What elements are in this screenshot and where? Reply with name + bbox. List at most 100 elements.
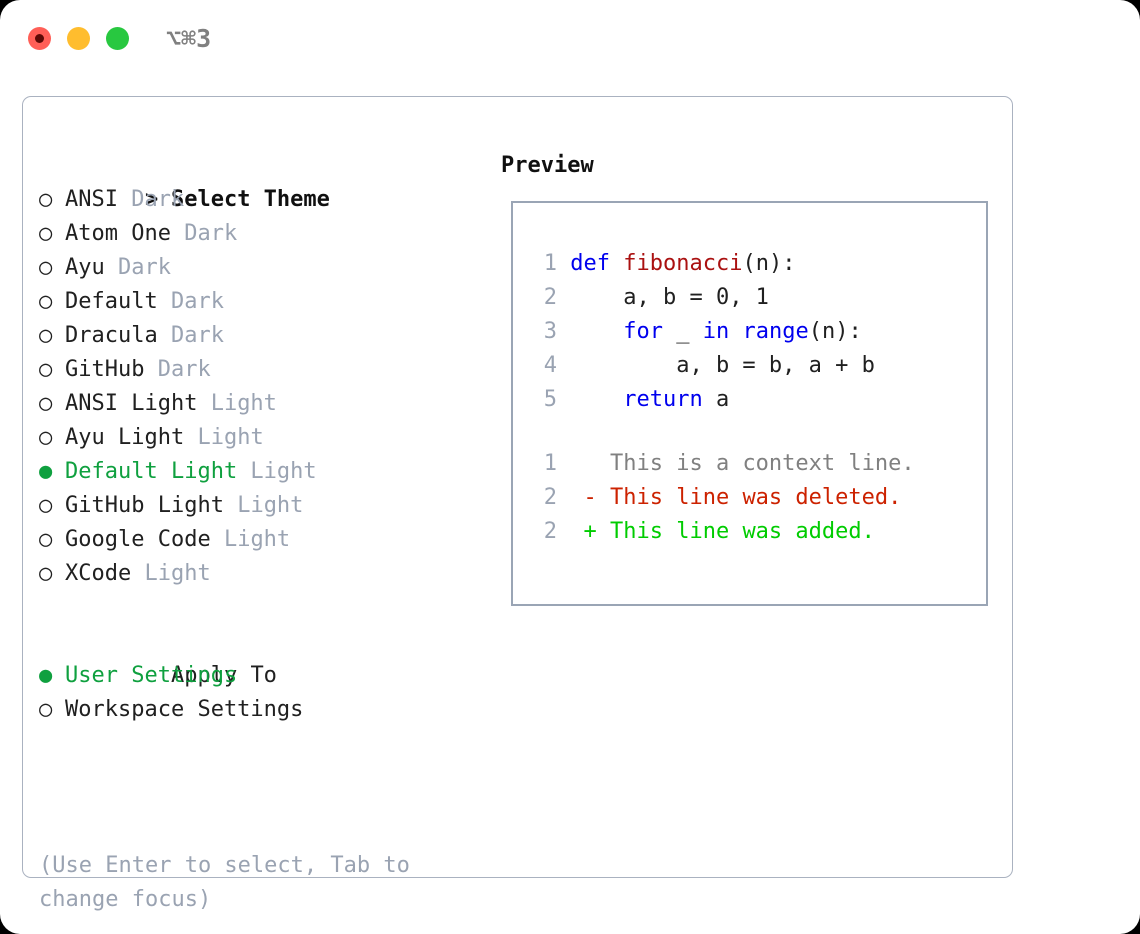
code-line-number: 2 (543, 285, 557, 310)
theme-picker-panel: > Select Theme ○ ANSI Dark○ Atom One Dar… (22, 96, 1013, 912)
theme-variant-tag: Dark (170, 221, 238, 246)
code-line-number: 4 (543, 353, 557, 378)
preview-column: Preview (501, 149, 991, 183)
radio-unselected-icon: ○ (39, 527, 66, 552)
keyboard-shortcut-label: ⌥⌘3 (166, 24, 212, 53)
keyboard-hint-text: (Use Enter to select, Tab to change focu… (39, 853, 424, 912)
code-line: 1 def fibonacci(n): (529, 247, 978, 281)
theme-list-item-label: XCode (65, 561, 132, 586)
code-token: def (570, 251, 624, 276)
diff-gutter-space (557, 519, 584, 544)
theme-list-item[interactable]: ○ ANSI Dark (39, 183, 479, 217)
diff-line-number: 2 (543, 485, 557, 510)
theme-variant-tag: Dark (157, 289, 224, 314)
code-line: 3 for _ in range(n): (529, 315, 978, 349)
select-theme-heading: > Select Theme (39, 149, 479, 212)
code-token: a, b = 0, 1 (570, 285, 769, 310)
code-token: (n): (808, 319, 862, 344)
theme-list: ○ ANSI Dark○ Atom One Dark○ Ayu Dark○ De… (39, 183, 479, 591)
theme-list-item-label: GitHub Light (65, 493, 224, 518)
code-gutter-space (557, 251, 570, 276)
diff-gutter-space (557, 485, 584, 510)
radio-selected-icon: ● (39, 663, 66, 688)
theme-list-item[interactable]: ○ GitHub Dark (39, 353, 479, 387)
diff-line-number: 1 (543, 451, 557, 476)
diff-line-text: - This line was deleted. (583, 485, 902, 510)
apply-to-list: ● User Settings○ Workspace Settings (39, 659, 479, 727)
theme-list-item[interactable]: ○ Default Dark (39, 285, 479, 319)
theme-list-item[interactable]: ○ Google Code Light (39, 523, 479, 557)
theme-list-item-label: ANSI (65, 187, 118, 212)
preview-heading: Preview (501, 153, 594, 178)
radio-unselected-icon: ○ (39, 289, 66, 314)
theme-list-item-label: Ayu Light (65, 425, 185, 450)
code-line-number: 5 (543, 387, 557, 412)
section-spacer (39, 591, 479, 625)
theme-variant-tag: Dark (157, 323, 224, 348)
diff-line-text: This is a context line. (583, 451, 915, 476)
code-gutter-space (557, 285, 570, 310)
code-gutter-space (557, 353, 570, 378)
radio-selected-icon: ● (39, 459, 66, 484)
theme-list-item-label: Default Light (65, 459, 238, 484)
theme-list-item[interactable]: ○ XCode Light (39, 557, 479, 591)
theme-list-item[interactable]: ○ Ayu Light Light (39, 421, 479, 455)
theme-list-item-label: Default (65, 289, 158, 314)
theme-list-item-label: Atom One (65, 221, 171, 246)
radio-unselected-icon: ○ (39, 391, 66, 416)
radio-unselected-icon: ○ (39, 425, 66, 450)
apply-to-item[interactable]: ○ Workspace Settings (39, 693, 479, 727)
code-token: _ (662, 319, 703, 344)
code-token: range (742, 319, 809, 344)
diff-line-text: + This line was added. (583, 519, 875, 544)
radio-unselected-icon: ○ (39, 357, 66, 382)
diff-line: 2 - This line was deleted. (529, 481, 978, 515)
theme-variant-tag: Light (131, 561, 211, 586)
apply-to-item[interactable]: ● User Settings (39, 659, 479, 693)
code-diff-spacer (529, 417, 978, 447)
close-button[interactable] (28, 27, 51, 50)
code-line-number: 3 (543, 319, 557, 344)
theme-list-item-label: ANSI Light (65, 391, 198, 416)
code-token (729, 319, 742, 344)
maximize-button[interactable] (106, 27, 129, 50)
code-token: a, b = b, a + b (570, 353, 875, 378)
radio-unselected-icon: ○ (39, 187, 66, 212)
theme-list-item-label: Ayu (65, 255, 105, 280)
code-gutter-space (557, 319, 570, 344)
theme-list-item-label: GitHub (65, 357, 145, 382)
theme-list-item[interactable]: ● Default Light Light (39, 455, 479, 489)
theme-list-item[interactable]: ○ Dracula Dark (39, 319, 479, 353)
diff-line: 2 + This line was added. (529, 515, 978, 549)
theme-list-item[interactable]: ○ Atom One Dark (39, 217, 479, 251)
code-token: a (702, 387, 730, 412)
radio-unselected-icon: ○ (39, 221, 66, 246)
theme-list-item[interactable]: ○ ANSI Light Light (39, 387, 479, 421)
theme-selection-column: > Select Theme ○ ANSI Dark○ Atom One Dar… (39, 149, 479, 727)
code-token: for (623, 319, 663, 344)
code-line: 2 a, b = 0, 1 (529, 281, 978, 315)
apply-to-item-label: User Settings (65, 663, 238, 688)
window-titlebar: ⌥⌘3 (0, 0, 1140, 78)
code-line: 4 a, b = b, a + b (529, 349, 978, 383)
code-token (570, 387, 623, 412)
code-token (570, 319, 623, 344)
theme-variant-tag: Dark (144, 357, 211, 382)
theme-variant-tag: Light (237, 459, 317, 484)
minimize-button[interactable] (67, 27, 90, 50)
select-theme-heading-label: Select Theme (170, 187, 330, 212)
code-token: in (702, 319, 730, 344)
diff-line: 1 This is a context line. (529, 447, 978, 481)
code-line: 5 return a (529, 383, 978, 417)
theme-list-item[interactable]: ○ Ayu Dark (39, 251, 479, 285)
apply-to-heading: Apply To (39, 625, 479, 688)
radio-unselected-icon: ○ (39, 323, 66, 348)
theme-variant-tag: Light (210, 527, 291, 552)
theme-list-item-label: Google Code (65, 527, 211, 552)
diff-gutter-space (557, 451, 584, 476)
theme-list-item[interactable]: ○ GitHub Light Light (39, 489, 479, 523)
code-token: (n): (742, 251, 796, 276)
theme-variant-tag: Light (197, 391, 277, 416)
